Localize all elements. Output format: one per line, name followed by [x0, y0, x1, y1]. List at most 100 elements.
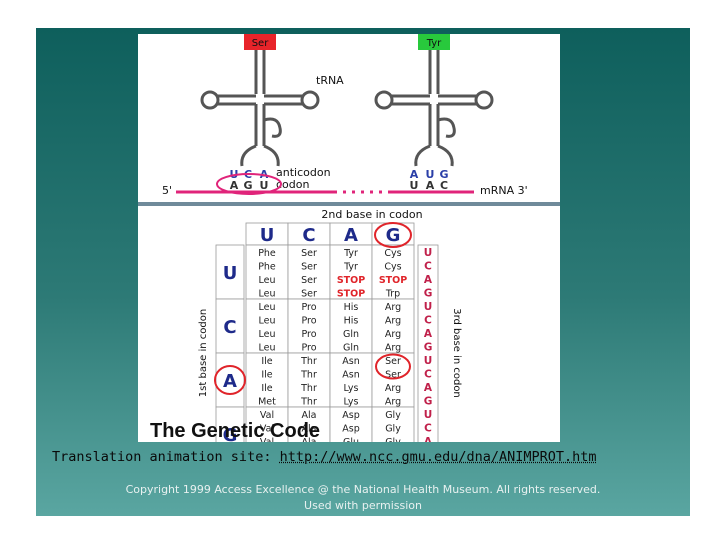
amino-acid: STOP: [337, 289, 365, 300]
amino-acid: Val: [260, 424, 274, 435]
amino-acid: Ser: [385, 356, 401, 367]
permission-line: Used with permission: [304, 499, 422, 512]
amino-acid: Leu: [259, 275, 276, 286]
amino-acid: Glu: [343, 437, 359, 442]
trna-right-left-arm: [390, 94, 430, 106]
amino-acid: Gln: [343, 329, 359, 340]
amino-acid: Arg: [385, 397, 401, 408]
codon-cell: [245, 352, 289, 408]
second-base-G: G: [386, 225, 401, 246]
amino-acid: Trp: [385, 289, 400, 300]
codon-cell: [371, 352, 415, 408]
second-base-A: A: [344, 225, 358, 246]
amino-acid: Arg: [385, 383, 401, 394]
amino-acid: Ser: [301, 289, 317, 300]
third-base-letter: C: [424, 261, 432, 273]
left-codon-base: A: [230, 179, 239, 192]
amino-acid: Leu: [259, 343, 276, 354]
amino-acid: Ile: [261, 370, 272, 381]
amino-acid: His: [344, 302, 359, 313]
amino-acid: Pro: [301, 329, 316, 340]
first-base-label: 1st base in codon: [198, 309, 209, 397]
amino-acid: Leu: [259, 289, 276, 300]
amino-acid: Ile: [261, 383, 272, 394]
codon-label: codon: [276, 178, 309, 191]
codon-cell: [371, 244, 415, 300]
amino-acid: Lys: [344, 397, 359, 408]
right-anticodon-base: A: [410, 168, 419, 181]
amino-acid: Phe: [258, 248, 276, 259]
first-base-C: C: [223, 317, 236, 338]
third-base-letter: U: [424, 355, 433, 367]
amino-acid: Thr: [300, 356, 317, 367]
amino-acid: Gly: [385, 437, 401, 442]
amino-acid: Asp: [342, 410, 359, 421]
amino-acid: Thr: [300, 383, 317, 394]
amino-acid: Ile: [261, 356, 272, 367]
circle-second-G: [374, 222, 412, 248]
amino-acid: Lys: [344, 383, 359, 394]
third-base-letter: U: [424, 247, 433, 259]
trna-left-aa-label: Ser: [252, 38, 270, 49]
first-base-G: G: [223, 425, 238, 442]
codon-cell: [287, 298, 331, 354]
trna-right-right-arm: [438, 94, 478, 106]
amino-acid: Ser: [385, 370, 401, 381]
amino-acid: STOP: [379, 275, 407, 286]
trna-left-right-loop: [300, 90, 320, 110]
trna-right-aa-label: Tyr: [426, 38, 442, 49]
trna-right-variable-loop: [437, 117, 456, 138]
codon-cell: [371, 298, 415, 354]
trna-left-variable-loop: [263, 117, 282, 138]
codon-circle: [216, 173, 282, 195]
anticodon-label: anticodon: [276, 166, 331, 179]
circle-ser: [375, 353, 411, 380]
mrna-label: mRNA 3': [480, 184, 528, 197]
amino-acid: Pro: [301, 343, 316, 354]
trna-left-anticodon-loop: [240, 144, 280, 167]
right-codon-base: C: [440, 179, 448, 192]
copyright-block: Copyright 1999 Access Excellence @ the N…: [0, 482, 720, 514]
amino-acid: Ala: [302, 410, 317, 421]
url-prefix: Translation animation site:: [52, 449, 280, 465]
third-base-letter: G: [424, 342, 433, 354]
codon-cell: [245, 298, 289, 354]
codon-cell: [245, 244, 289, 300]
right-anticodon-base: U: [426, 168, 435, 181]
second-base-label: 2nd base in codon: [321, 208, 422, 221]
right-codon-base: A: [426, 179, 435, 192]
trna-left-right-arm: [264, 94, 304, 106]
amino-acid: Arg: [385, 343, 401, 354]
animation-link[interactable]: http://www.ncc.gmu.edu/dna/ANIMPROT.htm: [279, 449, 597, 465]
third-base-letter: C: [424, 423, 432, 435]
right-anticodon-base: G: [439, 168, 448, 181]
amino-acid: Gly: [385, 410, 401, 421]
third-base-letter: A: [424, 382, 433, 394]
amino-acid: Asn: [342, 356, 359, 367]
amino-acid: Gly: [385, 424, 401, 435]
amino-acid: Phe: [258, 262, 276, 273]
amino-acid: Ser: [301, 262, 317, 273]
left-codon-base: G: [243, 179, 252, 192]
third-base-letter: C: [424, 315, 432, 327]
url-line: Translation animation site: http://www.n…: [52, 449, 597, 465]
trna-left-left-loop: [200, 90, 220, 110]
amino-acid: Leu: [259, 302, 276, 313]
first-base-U: U: [223, 263, 238, 284]
amino-acid: Thr: [300, 397, 317, 408]
amino-acid: Arg: [385, 302, 401, 313]
amino-acid: Leu: [259, 316, 276, 327]
amino-acid: Asp: [342, 424, 359, 435]
amino-acid: Leu: [259, 329, 276, 340]
third-base-letter: A: [424, 328, 433, 340]
amino-acid: Pro: [301, 316, 316, 327]
amino-acid: Arg: [385, 316, 401, 327]
codon-cell: [287, 352, 331, 408]
amino-acid: Ser: [301, 248, 317, 259]
second-base-C: C: [302, 225, 315, 246]
amino-acid: Val: [260, 410, 274, 421]
first-base-A: A: [223, 371, 237, 392]
trna-right-right-loop: [474, 90, 494, 110]
amino-acid: Tyr: [343, 248, 358, 259]
first-base-cell: [215, 244, 245, 300]
